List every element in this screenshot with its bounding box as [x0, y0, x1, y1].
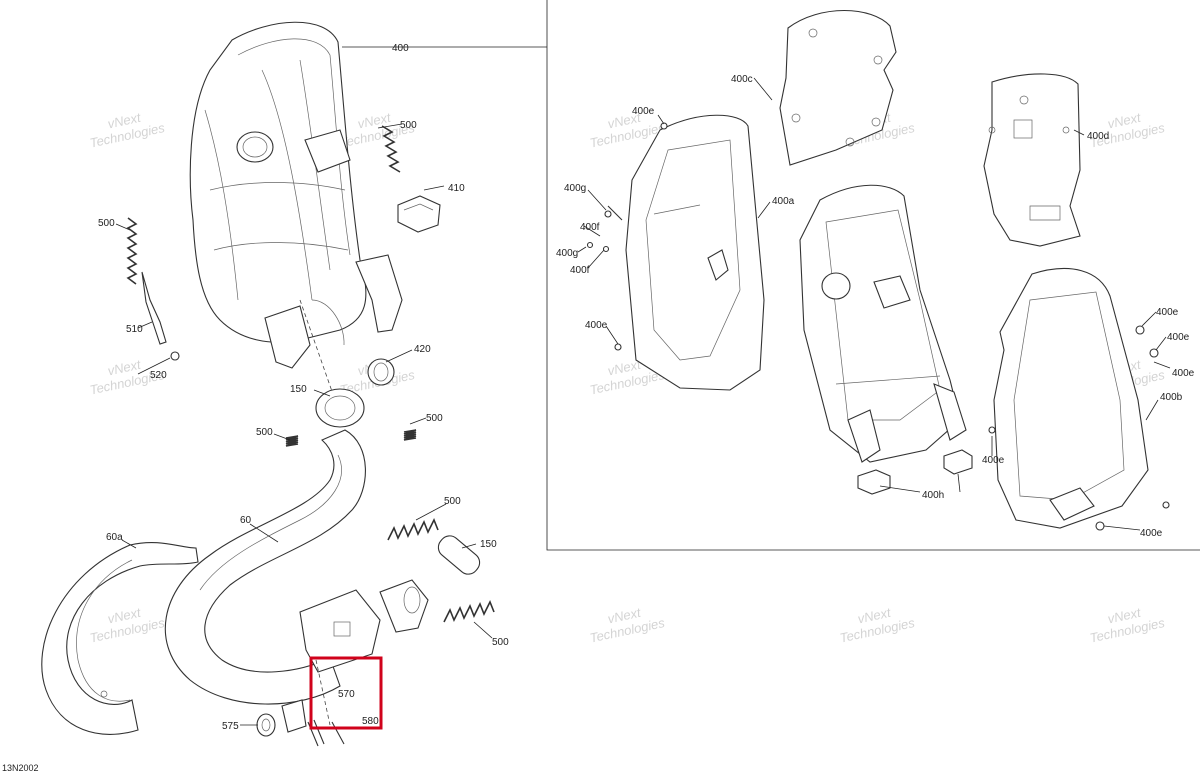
bracket-510: [141, 271, 167, 345]
label-400e-7: 400e: [1140, 528, 1163, 539]
label-400e-3: 400e: [1156, 307, 1179, 318]
highlight-box: [309, 656, 383, 730]
label-400g-1: 400g: [564, 183, 586, 194]
shell-400b: [988, 267, 1170, 531]
bracket-plate: [281, 699, 307, 733]
watermark: vNext Technologies: [588, 605, 666, 646]
muffler-body-detail: [799, 184, 967, 463]
label-580: 580: [362, 716, 379, 727]
label-500-mid-right: 500: [426, 413, 443, 424]
figure-code: 13N2002: [2, 763, 39, 773]
label-570: 570: [338, 689, 355, 700]
axis-line: [299, 299, 336, 401]
bolt-580: [331, 721, 345, 745]
rubber-mount-410: [397, 195, 441, 233]
exhaust-pipe-60: [164, 429, 429, 705]
label-400e-6: 400e: [982, 455, 1005, 466]
label-510: 510: [126, 324, 143, 335]
label-150-top: 150: [290, 384, 307, 395]
nut-520: [170, 351, 180, 361]
watermark-line1: vNext: [1106, 110, 1143, 132]
label-520: 520: [150, 370, 167, 381]
label-400f-2: 400f: [570, 265, 590, 276]
part-labels: 400 500 410 500 510 520 420 150 500 500 …: [98, 43, 1195, 732]
heat-shield-60a: [41, 542, 199, 735]
watermark: vNext Technologies: [88, 110, 166, 151]
label-60: 60: [240, 515, 252, 526]
label-410: 410: [448, 183, 465, 194]
watermark-line1: vNext: [106, 110, 143, 132]
watermark: vNext Technologies: [1088, 110, 1166, 151]
label-400h: 400h: [922, 490, 944, 501]
watermark: vNext Technologies: [838, 605, 916, 646]
watermark: vNext Technologies: [88, 605, 166, 646]
springs: [126, 125, 495, 623]
label-575: 575: [222, 721, 239, 732]
watermark-line1: vNext: [106, 605, 143, 627]
watermark-line1: vNext: [1106, 605, 1143, 627]
gasket-400c: [779, 10, 897, 166]
grommet-575: [256, 713, 276, 737]
pad-150-lower: [437, 535, 481, 575]
label-400e-2: 400e: [585, 320, 608, 331]
label-400g-2: 400g: [556, 248, 578, 259]
label-500-low-top: 500: [444, 496, 461, 507]
label-400e-4: 400e: [1167, 332, 1190, 343]
leader-lines: [115, 77, 1171, 726]
watermark-line1: vNext: [606, 110, 643, 132]
label-500-mid-left: 500: [256, 427, 273, 438]
watermark-line1: vNext: [356, 110, 393, 132]
grommet-420: [367, 358, 395, 386]
watermark-line1: vNext: [606, 357, 643, 379]
watermark-line1: vNext: [606, 605, 643, 627]
gasket-400d: [983, 73, 1081, 247]
label-400a: 400a: [772, 196, 795, 207]
label-150-low: 150: [480, 539, 497, 550]
label-400b: 400b: [1160, 392, 1183, 403]
label-500-top: 500: [400, 120, 417, 131]
watermark-line1: vNext: [106, 357, 143, 379]
watermark-line1: vNext: [856, 605, 893, 627]
shell-400a: [586, 114, 765, 391]
label-400f-1: 400f: [580, 222, 600, 233]
seal-ring-150: [315, 388, 365, 428]
label-400c: 400c: [731, 74, 753, 85]
label-400: 400: [392, 43, 409, 54]
watermark: vNext Technologies: [1088, 605, 1166, 646]
label-420: 420: [414, 344, 431, 355]
label-400d: 400d: [1087, 131, 1109, 142]
detail-frame: [546, 0, 1200, 551]
label-500-low-bottom: 500: [492, 637, 509, 648]
label-60a: 60a: [106, 532, 123, 543]
muffler-400: [189, 21, 403, 369]
label-400e-5: 400e: [1172, 368, 1195, 379]
label-400e-1: 400e: [632, 106, 655, 117]
blocks-400h: [857, 449, 973, 495]
label-500-left: 500: [98, 218, 115, 229]
